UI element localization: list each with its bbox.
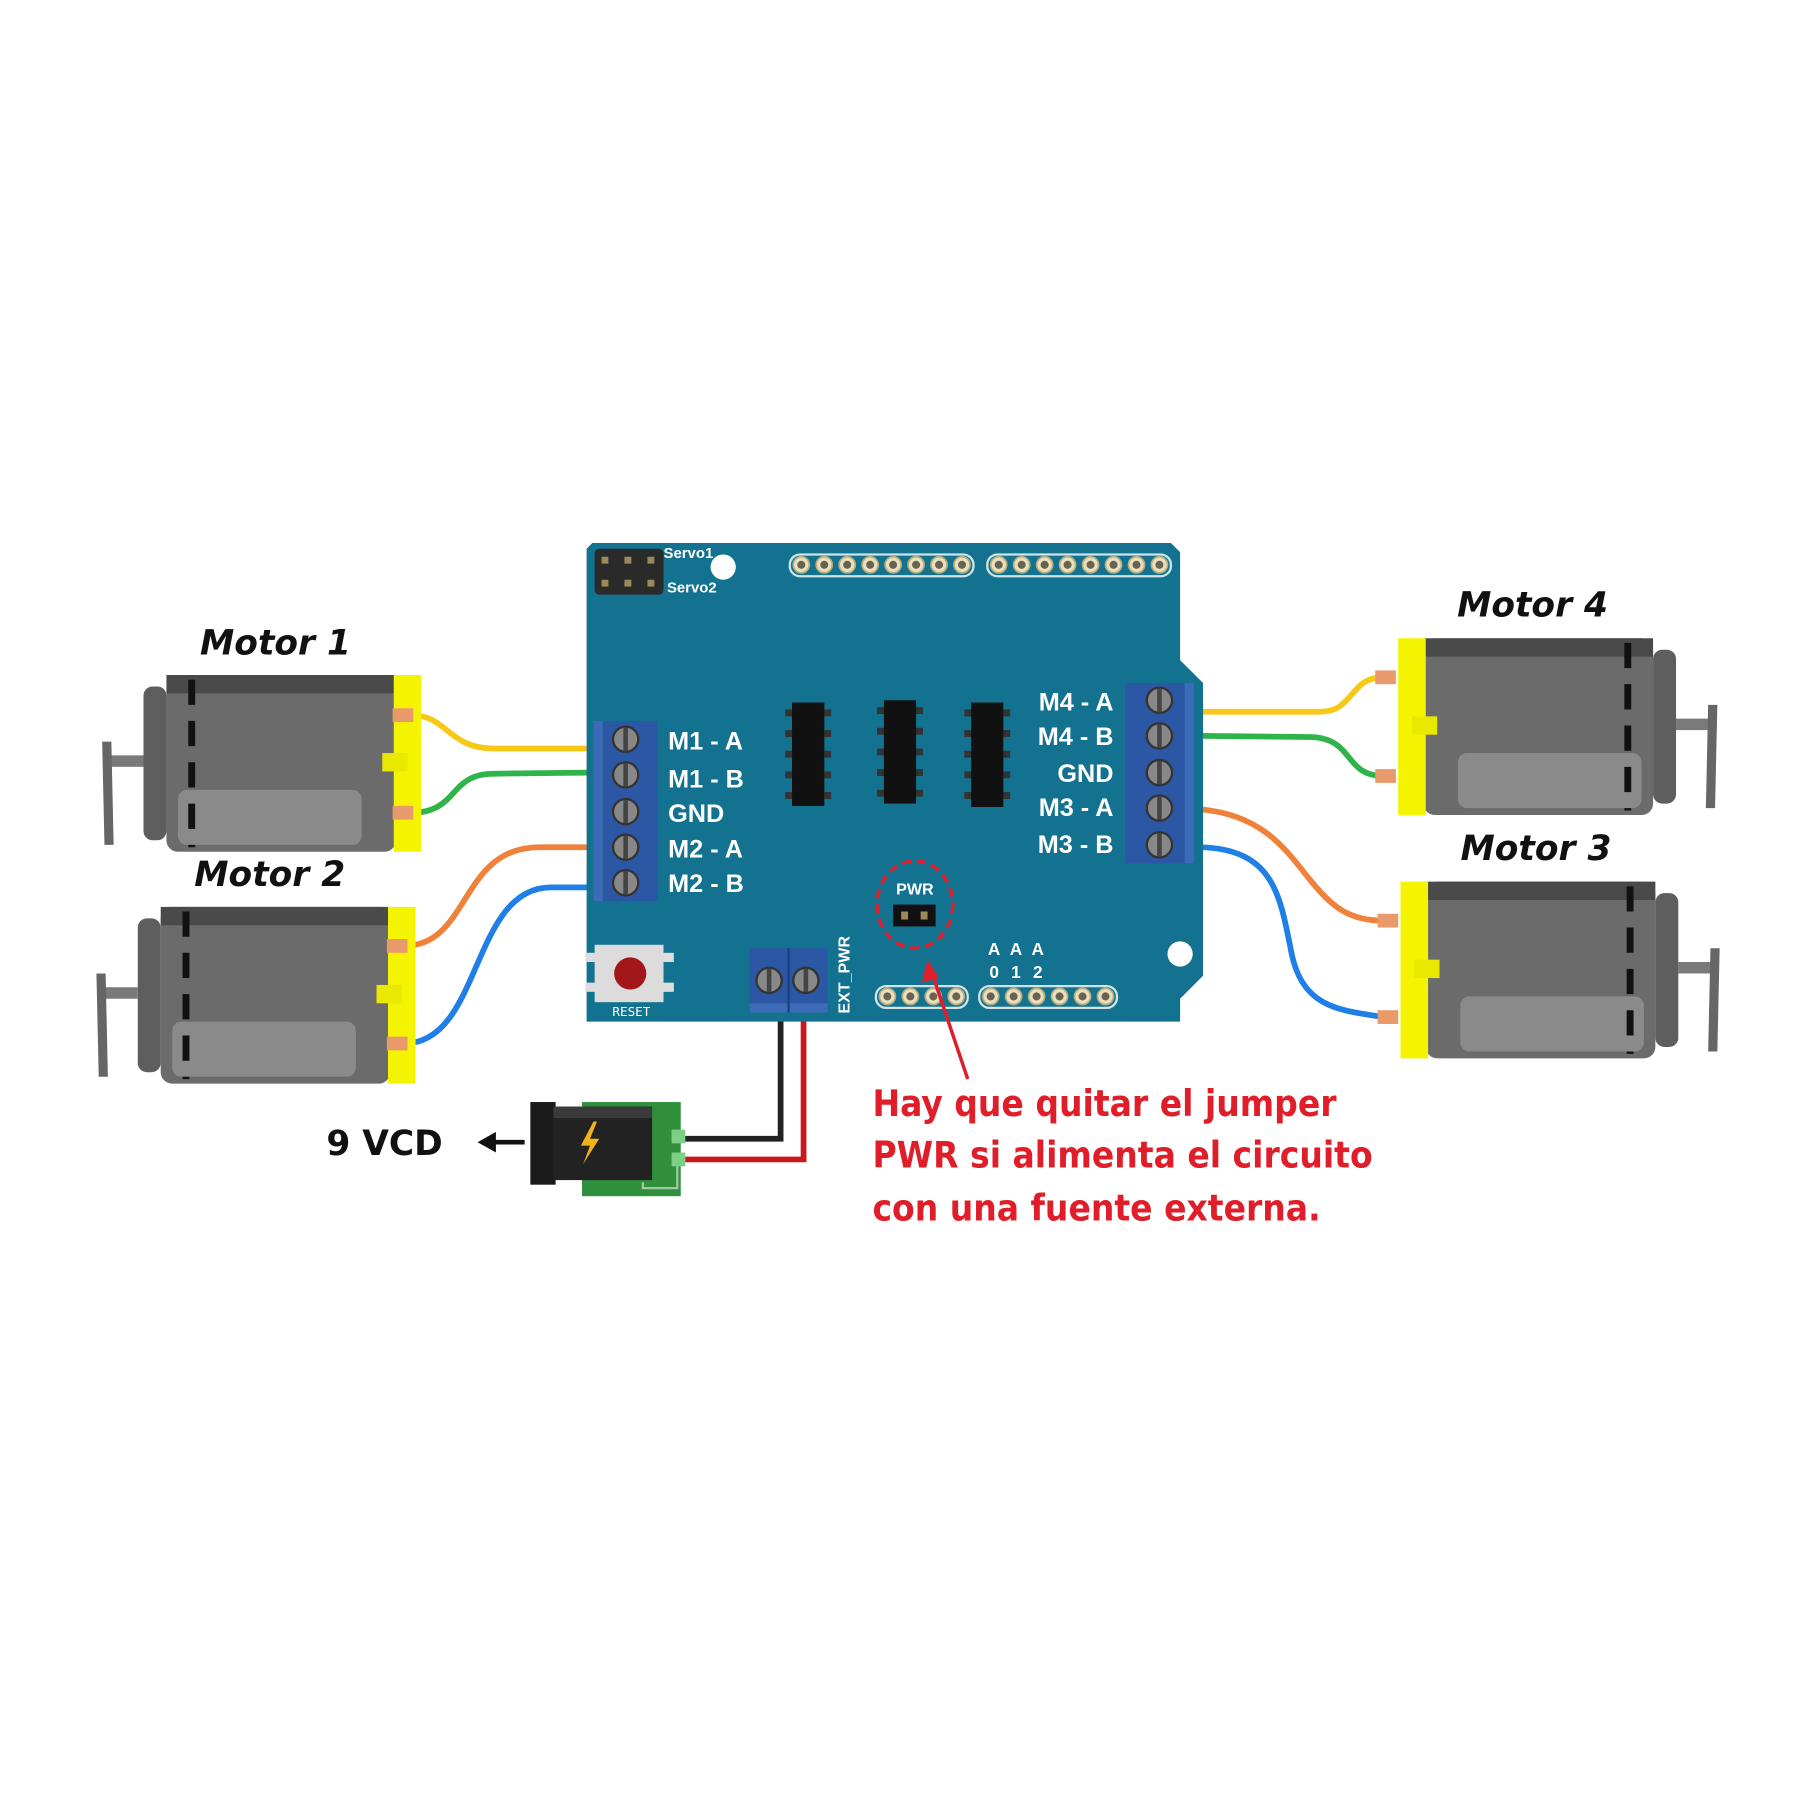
wire-m3a — [1197, 806, 1387, 924]
terminal-label: M1 - A — [668, 728, 743, 756]
ext-pwr-terminal[interactable] — [749, 948, 828, 1013]
motor-2 — [96, 907, 415, 1084]
bottom-header-power[interactable] — [874, 984, 969, 1010]
wire-m4a — [1197, 674, 1387, 715]
motor-shield-board: Servo1 Servo2 A 0 A 1 A 2 — [585, 542, 1204, 1022]
terminal-label: M4 - A — [1039, 689, 1114, 717]
servo-header[interactable] — [594, 548, 664, 595]
terminal-block-right[interactable] — [1125, 683, 1194, 864]
motor-3-terminal — [1377, 913, 1399, 928]
motor-3-label: Motor 3 — [1461, 829, 1612, 869]
motor-4-label: Motor 4 — [1457, 585, 1608, 625]
motor-wires — [401, 674, 1387, 1163]
terminal-label: M3 - A — [1039, 794, 1114, 822]
bottom-header-analog[interactable] — [978, 984, 1119, 1010]
motor-1-terminal — [392, 708, 414, 723]
terminal-block-left[interactable] — [593, 720, 658, 902]
pwr-jumper[interactable] — [893, 904, 936, 927]
terminal-label: M2 - A — [668, 836, 743, 864]
motor-4 — [1398, 638, 1717, 815]
wire-m2a — [401, 844, 591, 949]
warning-note: Hay que quitar el jumper PWR si alimenta… — [872, 1082, 1372, 1229]
wire-m4b — [1197, 732, 1387, 779]
arrow-left-icon — [477, 1131, 525, 1153]
ext-pwr-label: EXT_PWR — [835, 936, 853, 1014]
pwr-highlight-circle — [875, 859, 955, 950]
analog-label: 1 — [1011, 962, 1021, 982]
motor-4-terminal — [1375, 670, 1396, 685]
motor-2-terminal — [386, 939, 408, 953]
analog-label: A — [1010, 939, 1022, 959]
analog-label: 2 — [1033, 962, 1043, 982]
mounting-hole — [1167, 941, 1193, 967]
dc-power-jack[interactable] — [530, 1102, 686, 1197]
motor-3-terminal — [1377, 1010, 1399, 1024]
motor-1-terminal — [392, 805, 414, 820]
note-line: PWR si alimenta el circuito — [872, 1133, 1372, 1176]
reset-button[interactable] — [585, 944, 674, 1003]
lightning-icon — [580, 1121, 600, 1165]
note-line: con una fuente externa. — [872, 1186, 1320, 1229]
wire-ground — [681, 1013, 784, 1142]
motor-1 — [102, 675, 421, 852]
terminal-label: GND — [1057, 760, 1113, 788]
wire-m2b — [401, 884, 591, 1047]
servo2-label: Servo2 — [667, 579, 717, 596]
motor-2-terminal — [386, 1036, 408, 1051]
terminal-label: M4 - B — [1038, 723, 1114, 751]
pwr-label: PWR — [896, 880, 934, 898]
motor-1-label: Motor 1 — [200, 623, 351, 663]
analog-label: 0 — [989, 962, 999, 982]
terminal-label: M1 - B — [668, 766, 744, 794]
wire-m3b — [1197, 844, 1387, 1020]
note-line: Hay que quitar el jumper — [872, 1082, 1337, 1125]
top-header-left[interactable] — [788, 553, 975, 578]
analog-label: A — [1032, 939, 1044, 959]
terminal-label: M2 - B — [668, 870, 744, 898]
power-label: 9 VCD — [326, 1124, 442, 1164]
terminal-label: GND — [668, 800, 724, 828]
wire-m1b — [408, 769, 591, 816]
analog-label: A — [988, 939, 1000, 959]
shift-register-chip — [964, 702, 1011, 808]
driver-chip — [785, 702, 832, 806]
driver-chip — [877, 700, 923, 804]
motor-3 — [1401, 882, 1720, 1059]
motor-2-label: Motor 2 — [194, 855, 345, 895]
callout-arrow — [921, 959, 970, 1080]
top-header-right[interactable] — [986, 553, 1173, 578]
motor-4-terminal — [1375, 769, 1396, 783]
servo1-label: Servo1 — [664, 545, 714, 562]
mounting-hole — [710, 554, 736, 580]
wire-m1a — [408, 712, 591, 752]
terminal-label: M3 - B — [1038, 831, 1114, 859]
wire-power — [681, 1013, 807, 1163]
reset-label: RESET — [612, 1004, 650, 1019]
